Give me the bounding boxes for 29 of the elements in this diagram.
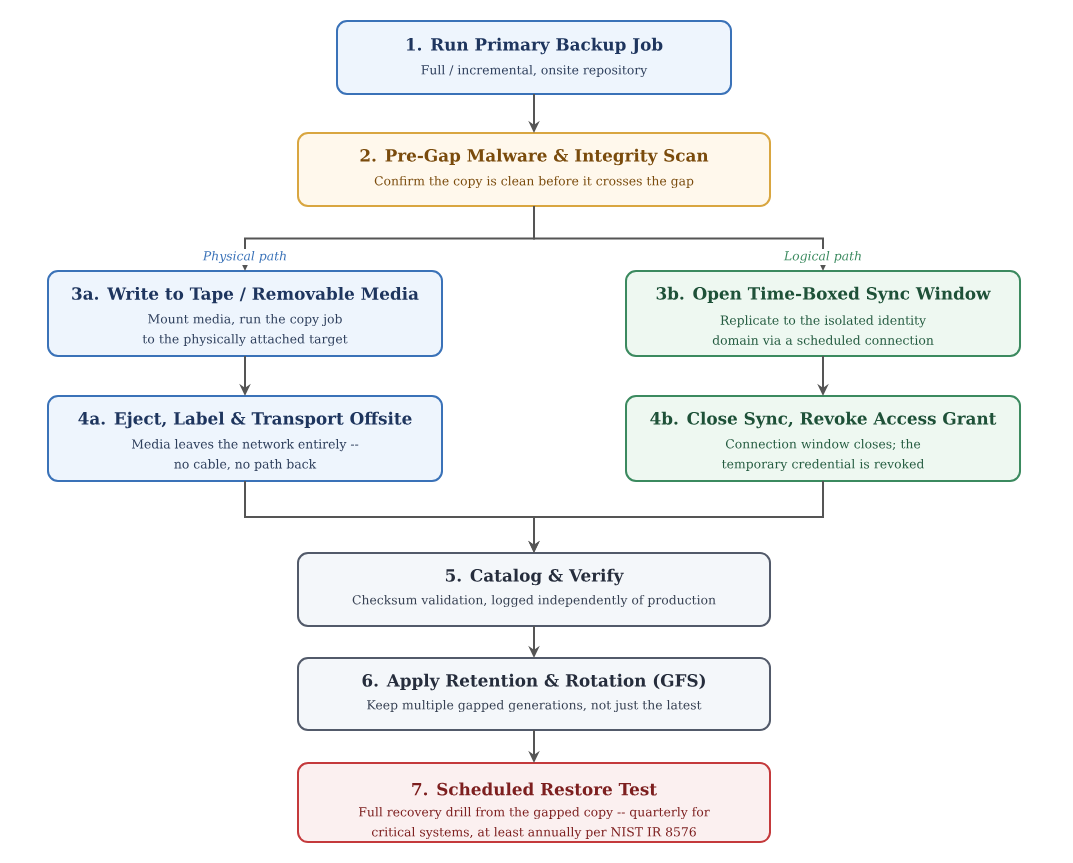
step-description: Replicate to the isolated identity domain via a scheduled connection (712, 315, 934, 345)
step-title: 5. Catalog & Verify (445, 568, 624, 586)
step-description: Confirm the copy is clean before it crosses the gap (374, 175, 694, 189)
step-title: 6. Apply Retention & Rotation (GFS) (362, 673, 705, 691)
process-box (625, 395, 1021, 482)
process-box (297, 552, 771, 627)
step-description: Media leaves the network entirely -- no cable, no path back (131, 439, 359, 471)
step-description: Checksum validation, logged independently of production (352, 594, 716, 608)
edge-label: Physical path (200, 248, 290, 266)
step-title: 4a. Eject, Label & Transport Offsite (78, 411, 412, 429)
process-box (336, 20, 732, 95)
process-box (297, 762, 771, 843)
process-box (47, 270, 443, 357)
step-title: 2. Pre-Gap Malware & Integrity Scan (360, 148, 709, 166)
edge-label: Logical path (781, 248, 865, 266)
step-title: 1. Run Primary Backup Job (406, 37, 663, 55)
step-description: Full / incremental, onsite repository (421, 64, 648, 78)
step-description: Mount media, run the copy job to the physically attached target (142, 313, 348, 347)
step-title: 3a. Write to Tape / Removable Media (72, 286, 419, 304)
step-title: 4b. Close Sync, Revoke Access Grant (650, 411, 997, 429)
step-title: 7. Scheduled Restore Test (412, 782, 657, 796)
step-description: Connection window closes; the temporary credential is revoked (722, 438, 925, 472)
process-box (625, 270, 1021, 357)
process-box (47, 395, 443, 482)
step-title: 3b. Open Time-Boxed Sync Window (656, 286, 991, 304)
step-description: Keep multiple gapped generations, not just the latest (367, 699, 702, 713)
process-box (297, 132, 771, 207)
step-description: Full recovery drill from the gapped copy -- quarterly for critical systems, at least annually per NIST IR 8576 (359, 806, 710, 840)
process-box (297, 657, 771, 731)
